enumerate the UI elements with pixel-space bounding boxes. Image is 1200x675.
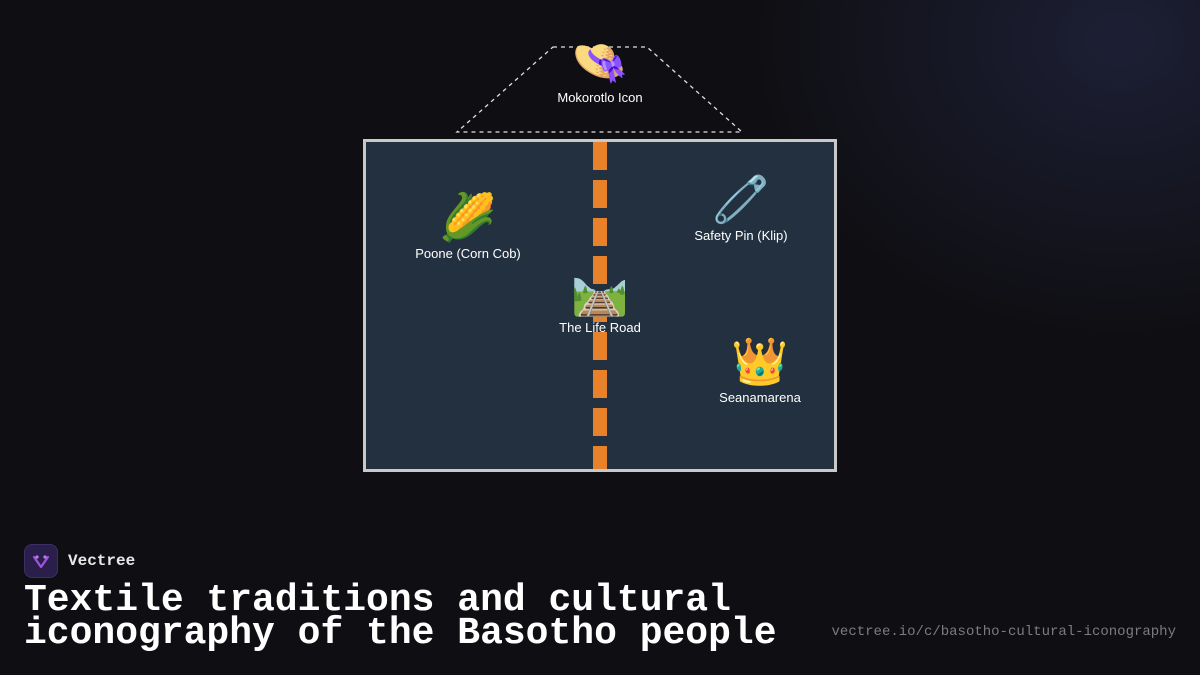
safety-pin-icon: 🧷: [712, 173, 770, 225]
source-url[interactable]: vectree.io/c/basotho-cultural-iconograph…: [831, 624, 1176, 640]
corn-item: 🌽 Poone (Corn Cob): [393, 190, 543, 262]
title-line-1: Textile traditions and cultural: [24, 579, 731, 622]
life-road-item: 🛤️ The Life Road: [525, 264, 675, 336]
brand: Vectree: [24, 544, 135, 578]
corn-icon: 🌽: [439, 191, 497, 243]
crown-label: Seanamarena: [719, 390, 801, 405]
corn-label: Poone (Corn Cob): [415, 246, 521, 261]
hat-item: 👒 Mokorotlo Icon: [540, 34, 660, 106]
life-road-label: The Life Road: [559, 320, 641, 335]
railway-track-icon: 🛤️: [571, 265, 629, 317]
straw-hat-icon: 👒: [571, 35, 629, 87]
safety-pin-item: 🧷 Safety Pin (Klip): [666, 172, 816, 244]
crown-item: 👑 Seanamarena: [685, 334, 835, 406]
safety-pin-label: Safety Pin (Klip): [694, 228, 788, 243]
page-title: Textile traditions and cultural iconogra…: [24, 582, 804, 653]
hat-label: Mokorotlo Icon: [557, 90, 643, 105]
crown-icon: 👑: [731, 335, 789, 387]
brand-name: Vectree: [68, 552, 136, 570]
vectree-logo-icon: [24, 544, 58, 578]
title-line-2: iconography of the Basotho people: [24, 612, 777, 655]
